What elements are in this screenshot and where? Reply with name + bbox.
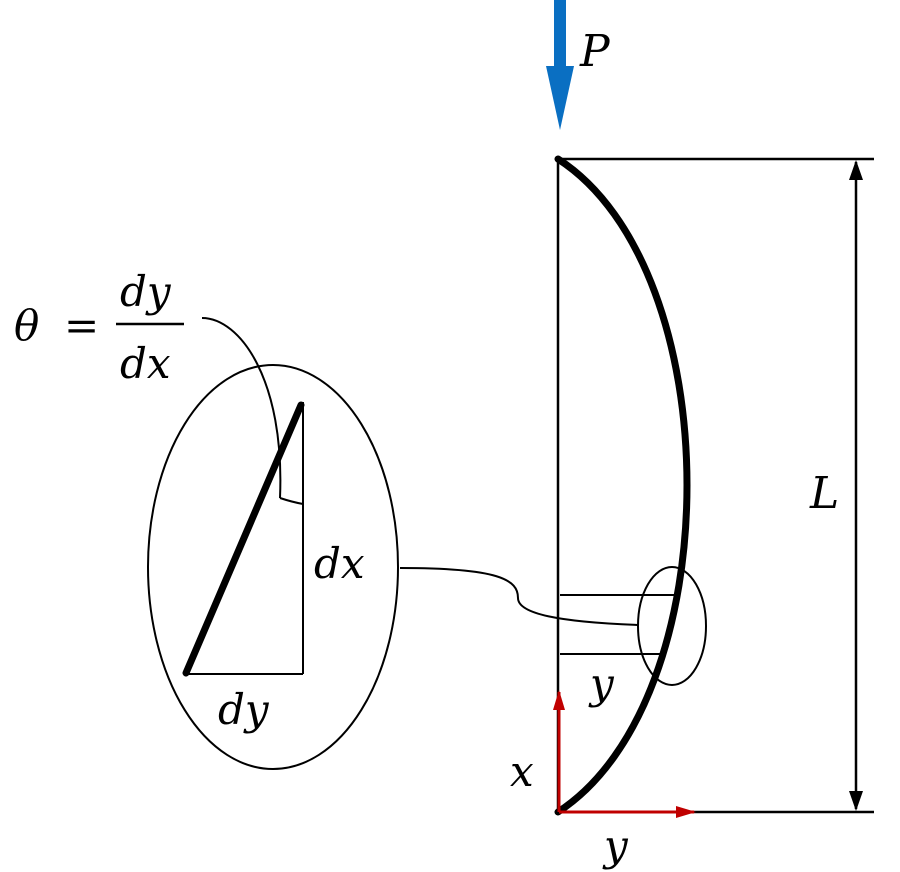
deflected-column-curve	[554, 155, 691, 816]
angle-arc	[279, 497, 304, 505]
theta-symbol: θ	[14, 301, 39, 350]
zoom-leader-line	[399, 567, 639, 626]
fraction-numerator: dy	[120, 267, 172, 316]
equation-leader-line	[201, 317, 282, 499]
load-arrow	[546, 0, 574, 130]
equals-sign: =	[64, 301, 99, 350]
triangle-dy-label: dy	[218, 685, 270, 734]
triangle-dx-label: dx	[314, 539, 365, 588]
zoom-view-ellipse	[147, 364, 399, 770]
y-axis-label: y	[602, 821, 629, 870]
deflection-label: y	[588, 659, 615, 708]
element-highlight-ellipse	[637, 566, 707, 686]
x-axis-label: x	[510, 747, 534, 796]
length-label: L	[809, 468, 839, 519]
load-label: P	[579, 26, 611, 77]
fraction-denominator: dx	[120, 339, 171, 388]
element-slope-line	[182, 401, 305, 677]
